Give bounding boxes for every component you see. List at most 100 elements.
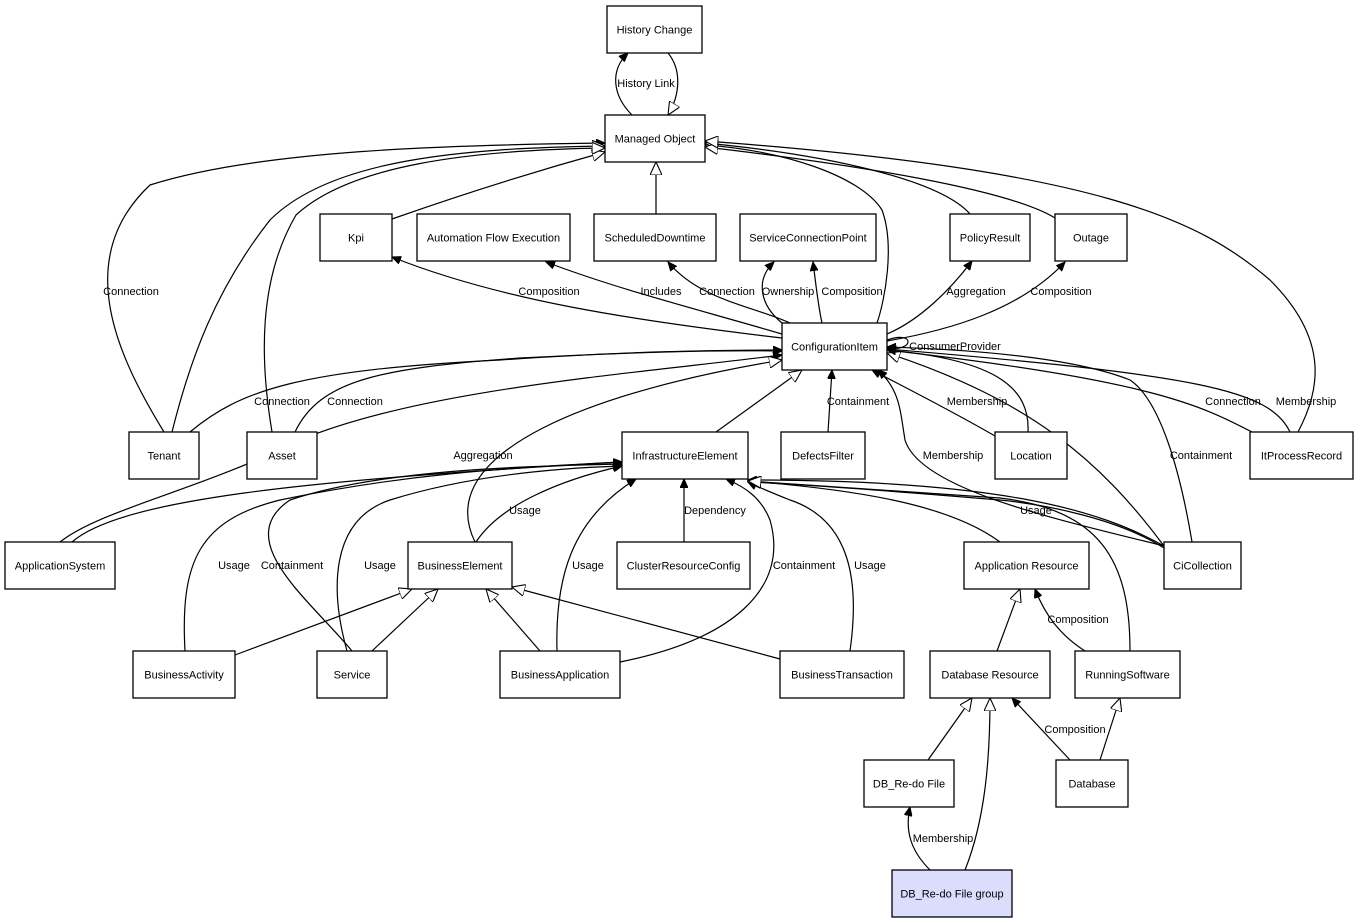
node-box[interactable] xyxy=(128,431,200,480)
node-box[interactable] xyxy=(621,431,749,480)
association-arrow xyxy=(1035,589,1086,652)
node-policy-result[interactable]: PolicyResult xyxy=(949,213,1031,262)
association-arrow xyxy=(761,262,783,324)
node-business-element[interactable]: BusinessElement xyxy=(407,541,513,590)
node-box[interactable] xyxy=(4,541,116,590)
node-cluster-resource-config[interactable]: ClusterResourceConfig xyxy=(616,541,751,590)
node-box[interactable] xyxy=(949,213,1031,262)
edge-business-transaction-to-business-element xyxy=(512,587,781,660)
node-label: Outage xyxy=(1073,233,1109,245)
node-box[interactable] xyxy=(781,322,888,371)
node-service[interactable]: Service xyxy=(316,650,388,699)
edge-ci-collection-to-configuration-item xyxy=(878,370,1165,547)
edge-business-application-to-infrastructure-element xyxy=(619,479,775,663)
association-arrow xyxy=(294,351,782,433)
node-box[interactable] xyxy=(994,431,1068,480)
node-box[interactable] xyxy=(606,5,703,54)
edge-location-to-configuration-item xyxy=(887,350,1029,433)
generalization-arrow xyxy=(1099,698,1120,761)
association-arrow xyxy=(59,355,782,543)
node-asset[interactable]: Asset xyxy=(246,431,318,480)
edge-policy-result-to-managed-object xyxy=(705,143,971,215)
node-database[interactable]: Database xyxy=(1055,759,1129,808)
node-box[interactable] xyxy=(780,431,866,480)
association-arrow xyxy=(619,479,775,663)
node-it-process-record[interactable]: ItProcessRecord xyxy=(1249,431,1354,480)
node-box[interactable] xyxy=(779,650,905,699)
edge-label: ConsumerProvider xyxy=(909,341,1001,353)
node-box[interactable] xyxy=(1249,431,1354,480)
node-kpi[interactable]: Kpi xyxy=(319,213,393,262)
node-scheduled-downtime[interactable]: ScheduledDowntime xyxy=(593,213,717,262)
node-configuration-item[interactable]: ConfigurationItem xyxy=(781,322,888,371)
node-database-resource[interactable]: Database Resource xyxy=(929,650,1051,699)
edge-business-application-to-infrastructure-element xyxy=(556,479,636,652)
edge-label: Includes xyxy=(641,286,682,298)
node-box[interactable] xyxy=(1054,213,1128,262)
node-box[interactable] xyxy=(319,213,393,262)
node-box[interactable] xyxy=(1074,650,1181,699)
edge-business-application-to-business-element xyxy=(486,589,541,652)
node-tenant[interactable]: Tenant xyxy=(128,431,200,480)
edges-layer xyxy=(59,52,1316,871)
generalization-arrow xyxy=(668,52,678,115)
edge-history-change-to-managed-object xyxy=(668,52,678,115)
edge-label: Aggregation xyxy=(946,286,1005,298)
node-application-system[interactable]: ApplicationSystem xyxy=(4,541,116,590)
node-box[interactable] xyxy=(891,869,1013,918)
node-ci-collection[interactable]: CiCollection xyxy=(1163,541,1242,590)
node-box[interactable] xyxy=(316,650,388,699)
node-box[interactable] xyxy=(616,541,751,590)
generalization-arrow xyxy=(715,370,802,433)
node-box[interactable] xyxy=(499,650,621,699)
edge-business-activity-to-business-element xyxy=(234,589,412,656)
edge-it-process-record-to-configuration-item xyxy=(887,350,1253,433)
node-label: Database Resource xyxy=(941,670,1038,682)
node-label: InfrastructureElement xyxy=(632,451,737,463)
node-automation-flow-execution[interactable]: Automation Flow Execution xyxy=(416,213,571,262)
node-box[interactable] xyxy=(739,213,877,262)
node-running-software[interactable]: RunningSoftware xyxy=(1074,650,1181,699)
node-defects-filter[interactable]: DefectsFilter xyxy=(780,431,866,480)
node-location[interactable]: Location xyxy=(994,431,1068,480)
node-box[interactable] xyxy=(407,541,513,590)
node-box[interactable] xyxy=(246,431,318,480)
node-box[interactable] xyxy=(929,650,1051,699)
node-db-redo-file[interactable]: DB_Re-do File xyxy=(863,759,955,808)
generalization-arrow xyxy=(512,587,781,660)
node-box[interactable] xyxy=(1163,541,1242,590)
node-business-application[interactable]: BusinessApplication xyxy=(499,650,621,699)
node-box[interactable] xyxy=(593,213,717,262)
node-label: Kpi xyxy=(348,233,364,245)
node-db-redo-file-group[interactable]: DB_Re-do File group xyxy=(891,869,1013,918)
node-application-resource[interactable]: Application Resource xyxy=(963,541,1090,590)
node-managed-object[interactable]: Managed Object xyxy=(604,114,706,163)
node-infrastructure-element[interactable]: InfrastructureElement xyxy=(621,431,749,480)
edge-configuration-item-to-managed-object xyxy=(705,145,889,324)
association-arrow xyxy=(615,53,633,116)
edge-database-to-database-resource xyxy=(1012,698,1071,761)
edge-label: Composition xyxy=(518,286,579,298)
node-outage[interactable]: Outage xyxy=(1054,213,1128,262)
edge-ci-collection-to-infrastructure-element xyxy=(748,480,1165,547)
node-service-connection-point[interactable]: ServiceConnectionPoint xyxy=(739,213,877,262)
association-arrow xyxy=(267,464,622,652)
generalization-arrow xyxy=(171,146,605,433)
node-box[interactable] xyxy=(416,213,571,262)
node-box[interactable] xyxy=(132,650,236,699)
association-arrow xyxy=(887,350,1253,433)
node-business-activity[interactable]: BusinessActivity xyxy=(132,650,236,699)
node-box[interactable] xyxy=(863,759,955,808)
edge-label: History Link xyxy=(617,78,675,90)
node-history-change[interactable]: History Change xyxy=(606,5,703,54)
edge-label: Membership xyxy=(923,450,984,462)
edge-label: Membership xyxy=(913,833,974,845)
node-box[interactable] xyxy=(963,541,1090,590)
edge-kpi-to-managed-object xyxy=(391,152,605,220)
edge-tenant-to-managed-object xyxy=(107,143,605,433)
node-box[interactable] xyxy=(1055,759,1129,808)
node-business-transaction[interactable]: BusinessTransaction xyxy=(779,650,905,699)
association-arrow xyxy=(813,262,823,324)
node-box[interactable] xyxy=(604,114,706,163)
